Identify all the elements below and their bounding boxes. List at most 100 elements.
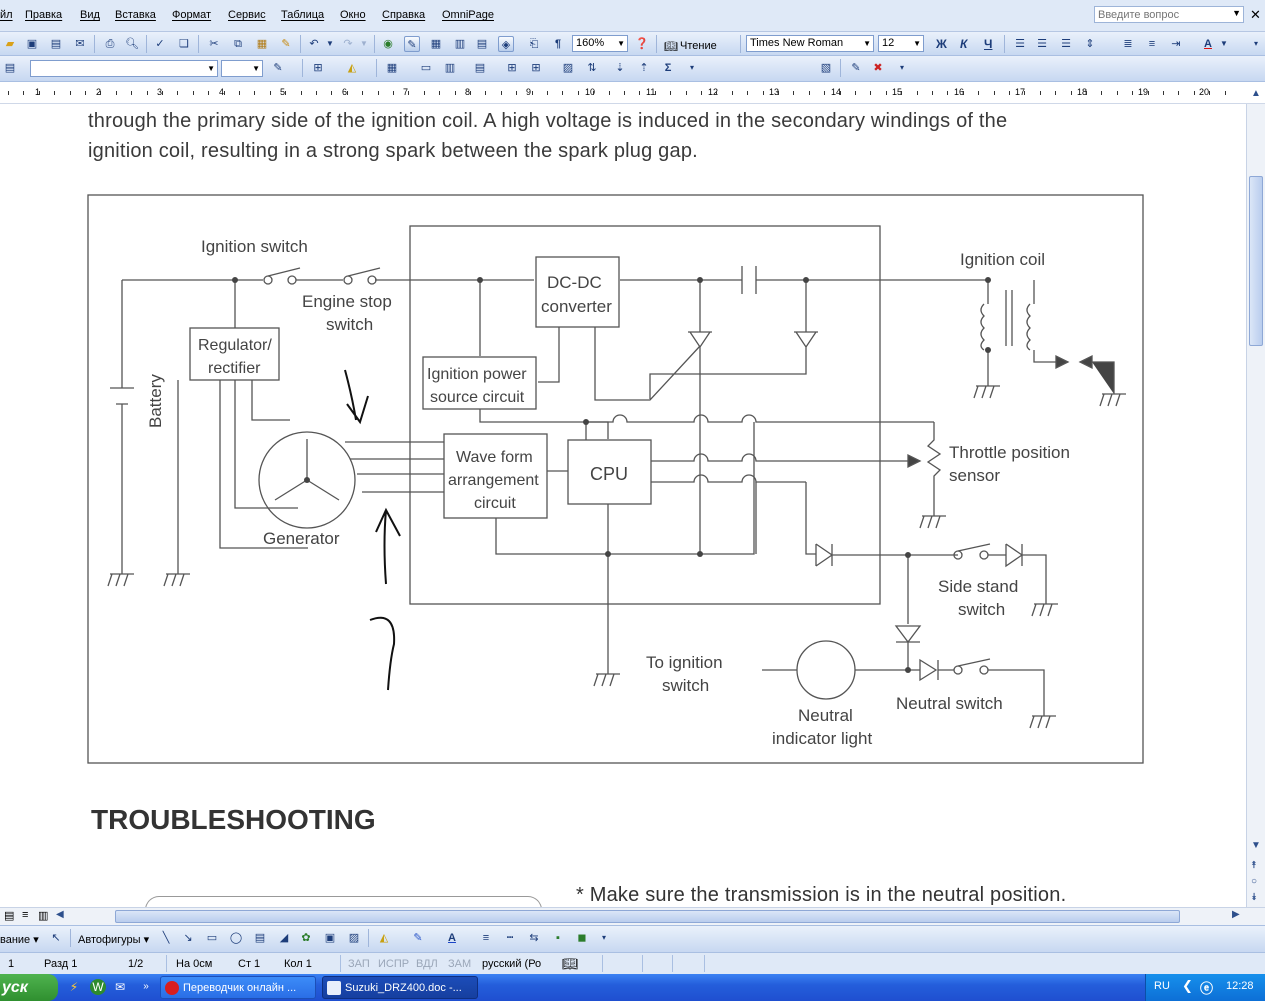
undo-dropdown-icon[interactable]: ▼ bbox=[326, 39, 334, 48]
arrow-style-icon[interactable]: ⇆ bbox=[529, 932, 539, 944]
menu-tools[interactable]: Сервис bbox=[228, 9, 266, 21]
numbering-icon[interactable]: ≣ bbox=[1123, 38, 1133, 50]
undo-icon[interactable]: ↶ bbox=[309, 38, 319, 50]
menu-omnipage[interactable]: OmniPage bbox=[442, 9, 494, 21]
line-icon[interactable]: ╲ bbox=[162, 932, 170, 944]
wordart-icon[interactable]: ◢ bbox=[279, 932, 289, 944]
quicklaunch-icon[interactable]: ⚡ bbox=[69, 980, 79, 994]
font-color-icon[interactable]: A bbox=[1204, 38, 1212, 50]
oval-icon[interactable]: ◯ bbox=[229, 932, 243, 944]
ask-question-input[interactable] bbox=[1095, 7, 1230, 22]
show-formatting-icon[interactable]: ¶ bbox=[554, 38, 562, 50]
research-icon[interactable]: ❏ bbox=[179, 38, 189, 50]
quicklaunch-mail-icon[interactable]: ✉ bbox=[114, 980, 126, 994]
chevron-down-icon[interactable]: ▼ bbox=[913, 39, 921, 48]
vertical-scrollbar[interactable]: ▲ ▼ ⯭ ○ ⯯ bbox=[1246, 88, 1265, 907]
horizontal-ruler[interactable]: 1 2 3 4 5 6 7 8 9 10 11 12 13 14 15 16 1… bbox=[0, 82, 1265, 104]
menu-table[interactable]: Таблица bbox=[281, 9, 325, 21]
browse-object-icon[interactable]: ○ bbox=[1251, 876, 1258, 887]
cut-icon[interactable]: ✂ bbox=[209, 38, 219, 50]
status-track-changes[interactable]: ИСПР bbox=[378, 958, 410, 970]
size-select[interactable]: ▼ bbox=[221, 60, 263, 77]
line-color-icon[interactable]: ✎ bbox=[413, 932, 423, 944]
clipart-icon[interactable]: ▣ bbox=[324, 932, 336, 944]
line-color-icon[interactable]: ✎ bbox=[273, 62, 283, 74]
toolbar-options-icon[interactable]: ▾ bbox=[601, 933, 606, 942]
sort-descending-icon[interactable]: ⇡ bbox=[639, 62, 649, 74]
web-view-icon[interactable]: ≡ bbox=[22, 909, 29, 921]
style-select[interactable]: ▼ bbox=[30, 60, 218, 77]
toolbar-options-icon[interactable]: ▾ bbox=[689, 63, 694, 72]
redo-dropdown-icon[interactable]: ▼ bbox=[360, 39, 368, 48]
previous-page-icon[interactable]: ⯭ bbox=[1251, 860, 1257, 871]
spelling-icon[interactable]: ✓ bbox=[155, 38, 165, 50]
scroll-up-icon[interactable]: ▲ bbox=[1251, 88, 1261, 99]
shading-icon[interactable]: ◭ bbox=[347, 62, 357, 74]
split-cells-icon[interactable]: ▥ bbox=[444, 62, 456, 74]
drawing-icon[interactable]: ◈ bbox=[498, 36, 514, 52]
rectangle-icon[interactable]: ▭ bbox=[206, 932, 218, 944]
horizontal-scrollbar[interactable]: ▤ ≡ ▥ ◀ ▶ bbox=[0, 907, 1265, 925]
next-page-icon[interactable]: ⯯ bbox=[1251, 892, 1257, 903]
distribute-cols-icon[interactable]: ⊞ bbox=[531, 62, 541, 74]
picture-icon[interactable]: ▨ bbox=[348, 932, 360, 944]
3d-icon[interactable]: ◼ bbox=[577, 932, 587, 944]
status-language[interactable]: русский (Ро bbox=[482, 958, 542, 970]
draw-menu-button[interactable]: вание ▾ bbox=[0, 934, 39, 946]
dash-style-icon[interactable]: ┅ bbox=[506, 932, 514, 944]
omnipage-scan-icon[interactable]: ▧ bbox=[820, 62, 832, 74]
help-icon[interactable]: ❓ bbox=[635, 38, 649, 50]
menu-format[interactable]: Формат bbox=[172, 9, 212, 21]
menu-insert[interactable]: Вставка bbox=[115, 9, 156, 21]
autosum-button[interactable]: Σ bbox=[664, 62, 672, 74]
omnipage-edit-icon[interactable]: ✎ bbox=[851, 62, 861, 74]
arrow-icon[interactable]: ↘ bbox=[183, 932, 193, 944]
underline-button[interactable]: Ч bbox=[984, 37, 993, 51]
italic-button[interactable]: К bbox=[960, 37, 968, 51]
toolbar-options-icon[interactable]: ▾ bbox=[899, 63, 904, 72]
hyperlink-icon[interactable]: ◉ bbox=[383, 38, 393, 50]
select-objects-icon[interactable]: ↖ bbox=[51, 932, 61, 944]
close-document-button[interactable]: ✕ bbox=[1250, 7, 1261, 22]
start-button[interactable]: уск bbox=[0, 974, 58, 1001]
status-extend[interactable]: ВДЛ bbox=[416, 958, 438, 970]
print-layout-icon[interactable]: ▥ bbox=[38, 910, 49, 922]
autoformat-icon[interactable]: ▨ bbox=[562, 62, 574, 74]
read-mode-button[interactable]: Чтение bbox=[680, 40, 717, 52]
insert-table-icon[interactable]: ▦ bbox=[430, 38, 442, 50]
font-size-select[interactable]: 12▼ bbox=[878, 35, 924, 52]
textbox-icon[interactable]: ▤ bbox=[254, 932, 266, 944]
taskbar-item-translator[interactable]: Переводчик онлайн ... bbox=[160, 976, 316, 999]
font-color-dropdown-icon[interactable]: ▼ bbox=[1220, 39, 1228, 48]
bold-button[interactable]: Ж bbox=[936, 37, 947, 51]
language-indicator[interactable]: RU bbox=[1154, 980, 1170, 992]
insert-table-icon[interactable]: ▦ bbox=[386, 62, 398, 74]
menu-window[interactable]: Окно bbox=[340, 9, 366, 21]
chevron-down-icon[interactable]: ▼ bbox=[1232, 8, 1241, 18]
align-left-icon[interactable]: ☰ bbox=[1015, 38, 1025, 50]
scroll-right-icon[interactable]: ▶ bbox=[1232, 909, 1240, 920]
chevron-down-icon[interactable]: ▼ bbox=[252, 64, 260, 73]
document-map-icon[interactable]: ⎗ bbox=[529, 38, 539, 50]
quicklaunch-more-icon[interactable]: » bbox=[143, 981, 149, 992]
toolbar-options-icon[interactable]: ▾ bbox=[1253, 39, 1258, 48]
normal-view-icon[interactable]: ▤ bbox=[4, 910, 15, 922]
taskbar-item-word-doc[interactable]: Suzuki_DRZ400.doc -... bbox=[322, 976, 478, 999]
merge-cells-icon[interactable]: ▭ bbox=[420, 62, 432, 74]
insert-excel-icon[interactable]: ▥ bbox=[454, 38, 466, 50]
zoom-select[interactable]: 160%▼ bbox=[572, 35, 628, 52]
borders-icon[interactable]: ⊞ bbox=[313, 62, 323, 74]
tray-app-icon[interactable]: ⓔ bbox=[1200, 981, 1214, 996]
document-page[interactable]: through the primary side of the ignition… bbox=[0, 104, 1246, 907]
print-icon[interactable]: ⎙ bbox=[105, 38, 115, 50]
print-preview-icon[interactable]: 🔍︎ bbox=[125, 38, 139, 50]
sort-ascending-icon[interactable]: ⇣ bbox=[615, 62, 625, 74]
spelling-status-icon[interactable]: 📖︎ bbox=[562, 956, 579, 971]
tables-borders-icon[interactable]: ✎ bbox=[404, 36, 420, 52]
paste-icon[interactable]: ▦ bbox=[256, 38, 268, 50]
line-style-icon[interactable]: ≡ bbox=[482, 932, 490, 944]
shadow-icon[interactable]: ▪ bbox=[556, 932, 560, 944]
status-record-macro[interactable]: ЗАП bbox=[348, 958, 370, 970]
redo-icon[interactable]: ↷ bbox=[343, 38, 353, 50]
menu-file[interactable]: йл bbox=[0, 9, 13, 21]
